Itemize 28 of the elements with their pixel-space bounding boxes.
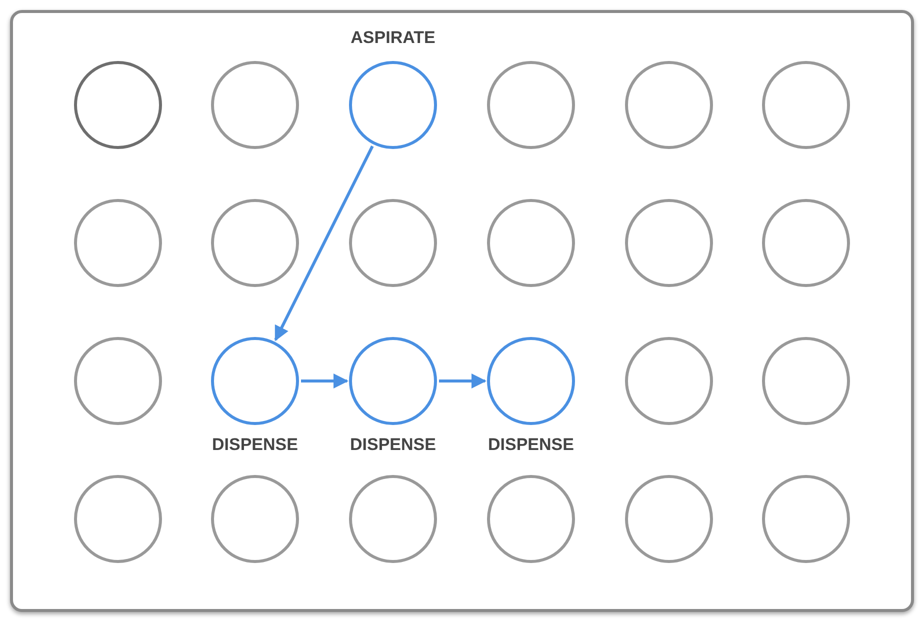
well-circle [349,199,437,287]
well-circle [211,61,299,149]
well-circle [487,199,575,287]
arrow [274,145,374,342]
step-label: DISPENSE [350,435,436,455]
well-circle [625,475,713,563]
well-circle [487,475,575,563]
well-circle [625,61,713,149]
well-circle [349,475,437,563]
well-circle [762,475,850,563]
well-circle [74,61,162,149]
well-circle [74,199,162,287]
arrow [301,374,348,388]
plate-outline [10,10,914,612]
well-circle [211,199,299,287]
well-circle [74,475,162,563]
well-circle [625,199,713,287]
well-circle [762,199,850,287]
well-circle [74,337,162,425]
well-circle [762,337,850,425]
well-circle [762,61,850,149]
well-circle [625,337,713,425]
step-label: DISPENSE [488,435,574,455]
step-label: DISPENSE [212,435,298,455]
arrow [439,374,486,388]
well-circle [487,61,575,149]
step-label: ASPIRATE [350,28,436,48]
well-circle [211,475,299,563]
